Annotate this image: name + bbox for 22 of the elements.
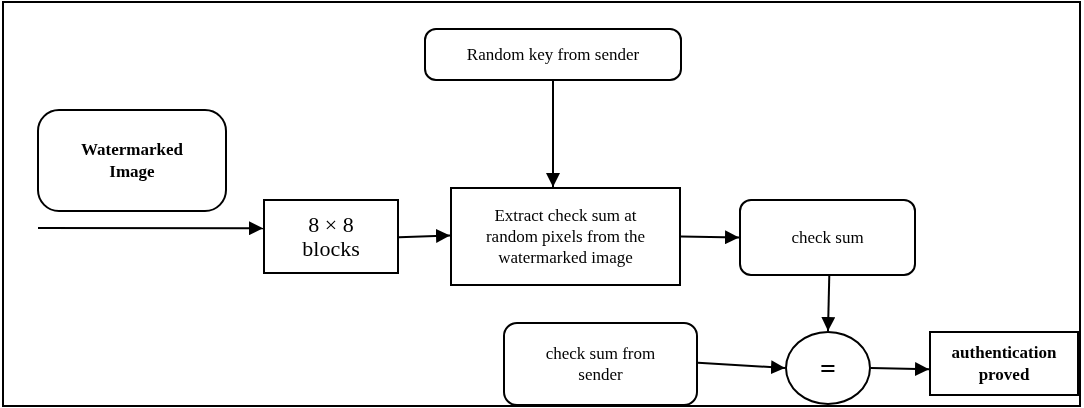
node-label: Extract check sum at random pixels from the watermarked image: [484, 204, 647, 269]
node-label: 8 × 8 blocks: [301, 213, 361, 260]
node-label: check sum: [791, 226, 864, 249]
node-label: Random key from sender: [466, 43, 640, 66]
node-label: check sum from sender: [544, 342, 657, 386]
arrow: [398, 229, 451, 243]
rounded-box: [37, 109, 227, 212]
arrow: [680, 230, 740, 245]
arrow: [546, 80, 560, 188]
node-label: Watermarked Image: [80, 139, 184, 182]
process-box: [450, 187, 681, 286]
rounded-box: [503, 322, 698, 406]
process-box: [263, 199, 399, 274]
process-box: [929, 331, 1079, 396]
rounded-box: [739, 199, 916, 276]
arrow: [870, 362, 930, 376]
arrow: [821, 275, 836, 332]
node-label: authentication proved: [950, 342, 1058, 385]
equals-sign: =: [820, 351, 836, 386]
rounded-box: [424, 28, 682, 81]
arrow: [37, 221, 264, 236]
arrow: [697, 360, 786, 375]
